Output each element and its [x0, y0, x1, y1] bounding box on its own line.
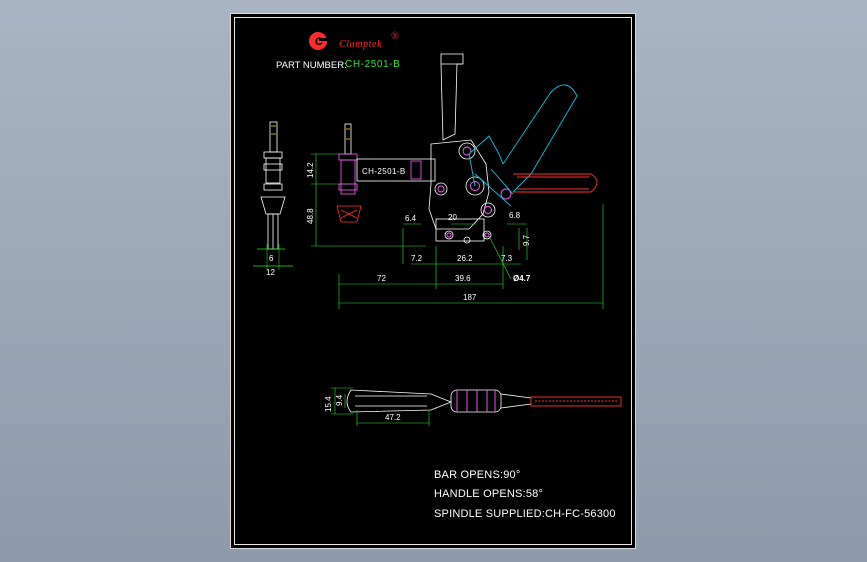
dim-body-height: 48.8	[306, 208, 315, 224]
dim-spindle-height: 14.2	[306, 162, 315, 178]
top-view-bar	[346, 389, 532, 413]
dim-hole-pitch-top: 20	[448, 213, 457, 222]
top-view-grip	[530, 396, 622, 407]
dim-slot-width: 9.4	[335, 394, 344, 406]
note-spindle-supplied: SPINDLE SUPPLIED:CH-FC-56300	[434, 508, 616, 520]
technical-drawing: C Clamptek ® PART NUMBER: CH-2501-B 6 12	[253, 31, 622, 520]
dim-overall-length: 187	[463, 293, 477, 302]
note-handle-opens: HANDLE OPENS:58°	[434, 488, 543, 500]
side-view-spindle	[253, 121, 293, 270]
dim-spindle-width: 6	[269, 254, 274, 263]
logo-mark-icon	[309, 32, 327, 50]
dim-hole-diameter: Ø4.7	[513, 274, 531, 283]
front-view-spindle	[336, 123, 362, 223]
drawing-sheet: C Clamptek ® PART NUMBER: CH-2501-B 6 12	[230, 13, 636, 549]
logo-letter: C	[315, 36, 323, 48]
dim-reach: 72	[377, 274, 386, 283]
drawing-frame	[234, 17, 632, 545]
part-number-label: PART NUMBER:	[276, 60, 347, 71]
dim-bar-width: 15.4	[324, 396, 333, 412]
dim-hole-offset-c: 7.2	[411, 254, 423, 263]
note-bar-opens: BAR OPENS:90°	[434, 469, 520, 481]
brand-logo: C Clamptek ®	[309, 31, 399, 50]
dim-hole-height: 9.7	[522, 234, 531, 246]
dim-slot-length: 47.2	[385, 413, 401, 422]
dim-base-width: 12	[266, 268, 275, 277]
clamp-handle	[468, 84, 578, 207]
dim-mount-to-pivot: 39.6	[455, 274, 471, 283]
dim-hole-offset-a: 6.4	[405, 214, 417, 223]
clamp-arm	[356, 158, 436, 182]
dim-hole-offset-d: 7.3	[501, 254, 513, 263]
clamp-body	[428, 53, 496, 244]
registered-mark: ®	[391, 31, 399, 42]
brand-name: Clamptek	[339, 39, 382, 50]
top-view-rings	[456, 390, 496, 412]
pivot-bolts	[437, 146, 512, 238]
handle-grip	[513, 173, 598, 193]
model-tag: CH-2501-B	[362, 167, 406, 176]
part-number-value: CH-2501-B	[345, 59, 400, 70]
dim-hole-pitch-bottom: 26.2	[457, 254, 473, 263]
dim-hole-offset-b: 6.8	[509, 211, 521, 220]
